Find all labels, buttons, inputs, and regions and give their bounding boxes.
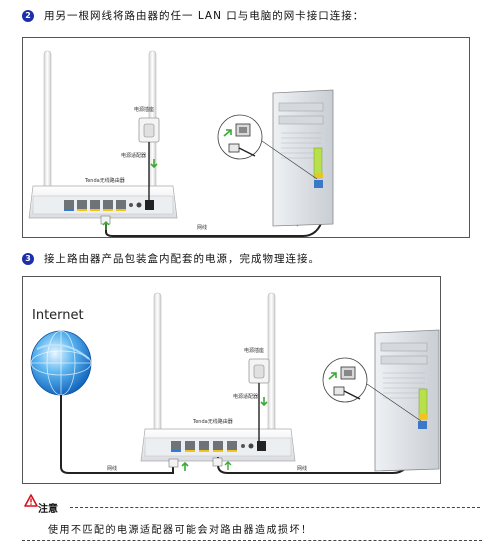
note-title: 注意 xyxy=(38,504,58,515)
step-number: 2 xyxy=(22,9,34,22)
cable-label: 网线 xyxy=(197,225,208,231)
step-text: 接上路由器产品包装盒内配套的电源，完成物理连接。 xyxy=(44,253,320,265)
note-divider-bottom xyxy=(22,540,482,541)
diagram-internet-router-pc: Internet 电源插座 电源适配器 Tenda无线路由器 网线 网线 xyxy=(22,276,441,484)
step-number: 3 xyxy=(22,252,34,265)
diagram-2-illustration xyxy=(30,292,440,474)
step-3-instruction: 3 接上路由器产品包装盒内配套的电源，完成物理连接。 xyxy=(22,251,320,266)
cable-label-right: 网线 xyxy=(297,466,308,472)
cable-label-left: 网线 xyxy=(107,466,118,472)
router-brand-label: Tenda无线路由器 xyxy=(193,419,233,425)
step-2-instruction: 2 用另一根网线将路由器的任一 LAN 口与电脑的网卡接口连接： xyxy=(22,8,364,23)
router-brand-label: Tenda无线路由器 xyxy=(85,178,125,184)
note-text: 使用不匹配的电源适配器可能会对路由器造成损坏！ xyxy=(48,525,313,536)
power-socket-label: 电源插座 xyxy=(134,107,155,113)
note-divider-top xyxy=(70,507,480,508)
diagram-router-pc: 电源插座 电源适配器 Tenda无线路由器 网线 xyxy=(22,37,470,238)
diagram-1-illustration xyxy=(28,50,334,237)
internet-label: Internet xyxy=(32,308,84,323)
power-adapter-label: 电源适配器 xyxy=(121,153,147,159)
power-adapter-label: 电源适配器 xyxy=(233,394,259,400)
warning-icon xyxy=(24,494,38,507)
step-text: 用另一根网线将路由器的任一 LAN 口与电脑的网卡接口连接： xyxy=(44,10,365,22)
power-socket-label: 电源插座 xyxy=(244,348,265,354)
